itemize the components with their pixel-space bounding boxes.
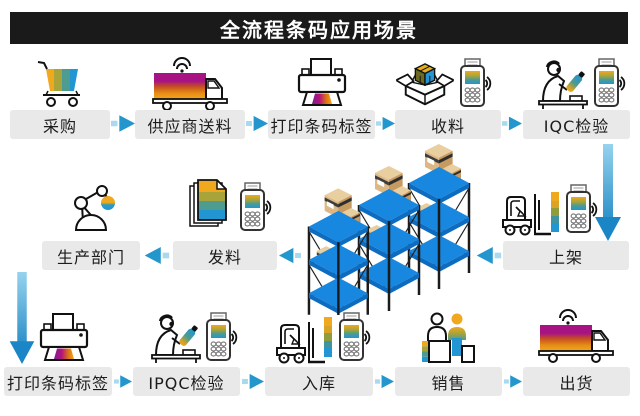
step-label: 销售	[431, 373, 466, 393]
flow-arrow-down-icon	[9, 272, 35, 364]
inspector-icon	[147, 314, 205, 364]
pda-scanner-icon	[204, 312, 240, 364]
step-label: 发料	[207, 247, 242, 267]
pda-scanner-icon	[337, 312, 373, 364]
step-procurement: 采购	[10, 110, 110, 139]
forklift-icon	[497, 186, 555, 238]
flow-arrow-right-icon	[376, 115, 395, 132]
step-production-dept: 生产部门	[42, 241, 140, 270]
step-label: 生产部门	[56, 247, 125, 267]
step-label: 出货	[559, 373, 594, 393]
step-label: 打印条码标签	[6, 373, 109, 393]
step-warehousing: 入库	[265, 367, 373, 396]
flow-arrow-right-icon	[111, 115, 135, 132]
flow-arrow-left-icon	[144, 247, 170, 264]
documents-icon	[188, 178, 234, 232]
flow-arrow-right-icon	[375, 373, 394, 390]
step-label: 打印条码标签	[270, 116, 373, 136]
banner: 全流程条码应用场景	[10, 12, 628, 44]
step-supplier-delivery: 供应商送料	[135, 110, 245, 139]
step-label: 收料	[430, 116, 465, 136]
flow-arrow-left-icon	[476, 247, 502, 264]
pda-scanner-icon	[458, 58, 494, 110]
step-print-barcode-label-2: 打印条码标签	[4, 367, 112, 396]
step-iqc-inspection: IQC检验	[523, 110, 630, 139]
banner-title: 全流程条码应用场景	[220, 17, 418, 42]
step-label: 上架	[548, 247, 583, 267]
flow-arrow-right-icon	[504, 373, 522, 390]
shopping-cart-icon	[33, 60, 87, 110]
step-label: IQC检验	[543, 116, 610, 136]
pda-scanner-icon	[592, 58, 628, 110]
step-receiving: 收料	[395, 110, 501, 139]
pda-scanner-icon	[238, 182, 274, 234]
step-material-issue: 发料	[173, 241, 277, 270]
step-print-barcode-label-1: 打印条码标签	[268, 110, 375, 139]
step-label: 供应商送料	[147, 116, 233, 136]
warehouse-racks-illustration	[303, 143, 475, 315]
inspector-icon	[534, 60, 592, 110]
step-label: 采购	[42, 116, 77, 136]
flow-arrow-right-icon	[246, 115, 268, 132]
delivery-truck-icon	[536, 308, 616, 364]
step-ipqc-inspection: IPQC检验	[133, 367, 240, 396]
sales-counter-icon	[420, 310, 476, 364]
flow-arrow-right-icon	[242, 373, 264, 390]
colorbar-icon	[551, 192, 559, 232]
step-label: IPQC检验	[148, 373, 225, 393]
colorbar-icon	[324, 317, 332, 357]
open-box-icon	[396, 60, 454, 112]
step-label: 入库	[301, 373, 336, 393]
step-shipping: 出货	[523, 367, 630, 396]
pda-scanner-icon	[564, 184, 600, 236]
flow-arrow-left-icon	[279, 247, 301, 264]
barcode-printer-icon	[294, 57, 350, 109]
step-shelving: 上架	[503, 241, 629, 270]
barcode-printer-icon	[36, 312, 92, 364]
step-sales: 销售	[395, 367, 502, 396]
flow-arrow-right-icon	[114, 373, 132, 390]
robot-arm-icon	[63, 180, 119, 232]
forklift-icon	[271, 314, 329, 366]
flow-arrow-right-icon	[502, 115, 522, 132]
delivery-truck-icon	[150, 56, 230, 112]
